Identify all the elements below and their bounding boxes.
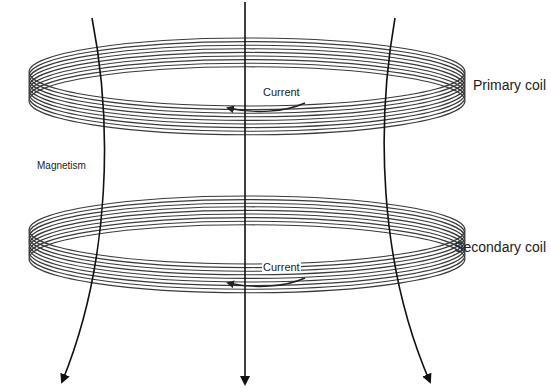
coil-winding (29, 63, 465, 131)
coil-winding (29, 56, 465, 124)
coil-windings (29, 38, 465, 293)
field-label: Magnetism (36, 160, 87, 171)
coil-winding (29, 38, 465, 106)
current-label: Current (262, 261, 301, 273)
coil-winding (29, 45, 465, 113)
coil-winding (29, 42, 465, 110)
coil-winding (29, 52, 465, 120)
coil-winding (29, 225, 465, 293)
coil-winding (29, 196, 465, 264)
coil-winding (29, 203, 465, 271)
current-arrow (228, 103, 305, 111)
coil-winding (29, 67, 465, 135)
field-line (62, 18, 104, 382)
coil-winding (29, 200, 465, 268)
coil-winding (29, 60, 465, 128)
field-line (384, 18, 430, 382)
current-label: Current (262, 86, 301, 98)
field-line (244, 2, 246, 384)
coil-name: Secondary coil (454, 240, 546, 255)
coil-winding (29, 218, 465, 286)
coil-winding (29, 49, 465, 117)
current-arrows (228, 103, 305, 286)
field-lines (62, 2, 430, 384)
coil-winding (29, 221, 465, 289)
coil-name: Primary coil (473, 78, 546, 93)
current-arrow (228, 278, 305, 286)
